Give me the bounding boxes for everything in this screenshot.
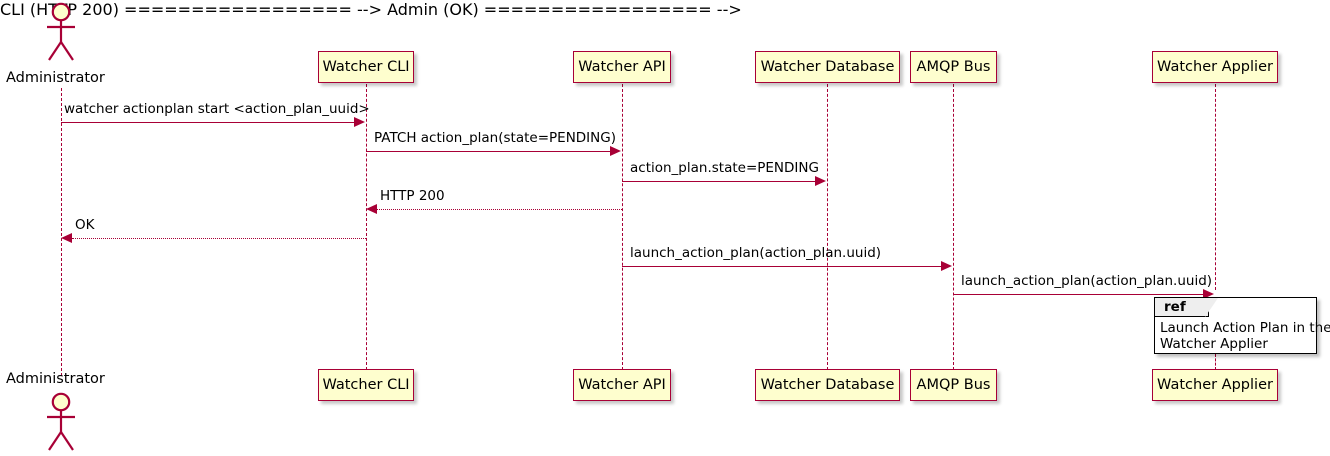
message-label-5: OK (75, 217, 95, 233)
ref-fragment-line-2: Watcher Applier (1160, 336, 1268, 352)
message-label-4: HTTP 200 (380, 188, 445, 204)
ref-fragment-tab: ref (1155, 298, 1209, 317)
message-line-7 (953, 294, 1204, 295)
actor-figure-icon (47, 2, 75, 61)
lifeline-watcher-cli (366, 84, 367, 370)
participant-box-watcher-cli-bottom[interactable]: Watcher CLI (318, 369, 414, 401)
message-label-1: watcher actionplan start <action_plan_uu… (64, 101, 370, 117)
actor-administrator-bottom (40, 392, 84, 454)
message-line-1 (61, 122, 355, 123)
actor-label-administrator-top: Administrator (6, 70, 105, 86)
lifeline-watcher-applier-lower (1215, 354, 1216, 370)
message-line-5 (72, 238, 366, 239)
message-line-2 (366, 151, 611, 152)
actor-label-administrator-bottom: Administrator (6, 371, 105, 387)
message-arrowhead-4 (366, 204, 377, 214)
message-arrowhead-1 (354, 117, 365, 127)
participant-box-watcher-database-top[interactable]: Watcher Database (755, 51, 900, 83)
ref-fragment-line-1: Launch Action Plan in the (1160, 320, 1330, 336)
actor-administrator-top (40, 2, 84, 64)
participant-box-watcher-api-bottom[interactable]: Watcher API (573, 369, 671, 401)
message-label-2: PATCH action_plan(state=PENDING) (374, 130, 616, 146)
ref-fragment-tab-notch (1205, 298, 1218, 317)
participant-box-amqp-bus-bottom[interactable]: AMQP Bus (910, 369, 997, 401)
message-arrowhead-3 (815, 176, 826, 186)
lifeline-watcher-database (827, 84, 828, 370)
participant-box-watcher-applier-top[interactable]: Watcher Applier (1152, 51, 1278, 83)
participant-box-amqp-bus-top[interactable]: AMQP Bus (910, 51, 997, 83)
lifeline-amqp-bus (953, 84, 954, 370)
message-arrowhead-6 (941, 261, 952, 271)
participant-box-watcher-database-bottom[interactable]: Watcher Database (755, 369, 900, 401)
message-arrowhead-2 (610, 146, 621, 156)
lifeline-watcher-applier (1215, 84, 1216, 290)
message-line-4 (377, 209, 622, 210)
message-line-3 (622, 181, 816, 182)
lifeline-watcher-api (622, 84, 623, 370)
message-arrowhead-5 (61, 233, 72, 243)
message-label-7: launch_action_plan(action_plan.uuid) (961, 273, 1213, 289)
participant-box-watcher-cli-top[interactable]: Watcher CLI (318, 51, 414, 83)
actor-figure-icon (47, 392, 75, 451)
participant-box-watcher-api-top[interactable]: Watcher API (573, 51, 671, 83)
ref-fragment-tab-label: ref (1164, 299, 1186, 315)
lifeline-administrator (61, 88, 62, 376)
participant-box-watcher-applier-bottom[interactable]: Watcher Applier (1152, 369, 1278, 401)
message-line-6 (622, 266, 942, 267)
ref-fragment[interactable]: ref Launch Action Plan in the Watcher Ap… (1154, 297, 1330, 354)
message-arrowhead-7 (1203, 289, 1214, 299)
message-label-3: action_plan.state=PENDING (630, 160, 819, 176)
message-label-6: launch_action_plan(action_plan.uuid) (630, 245, 882, 261)
